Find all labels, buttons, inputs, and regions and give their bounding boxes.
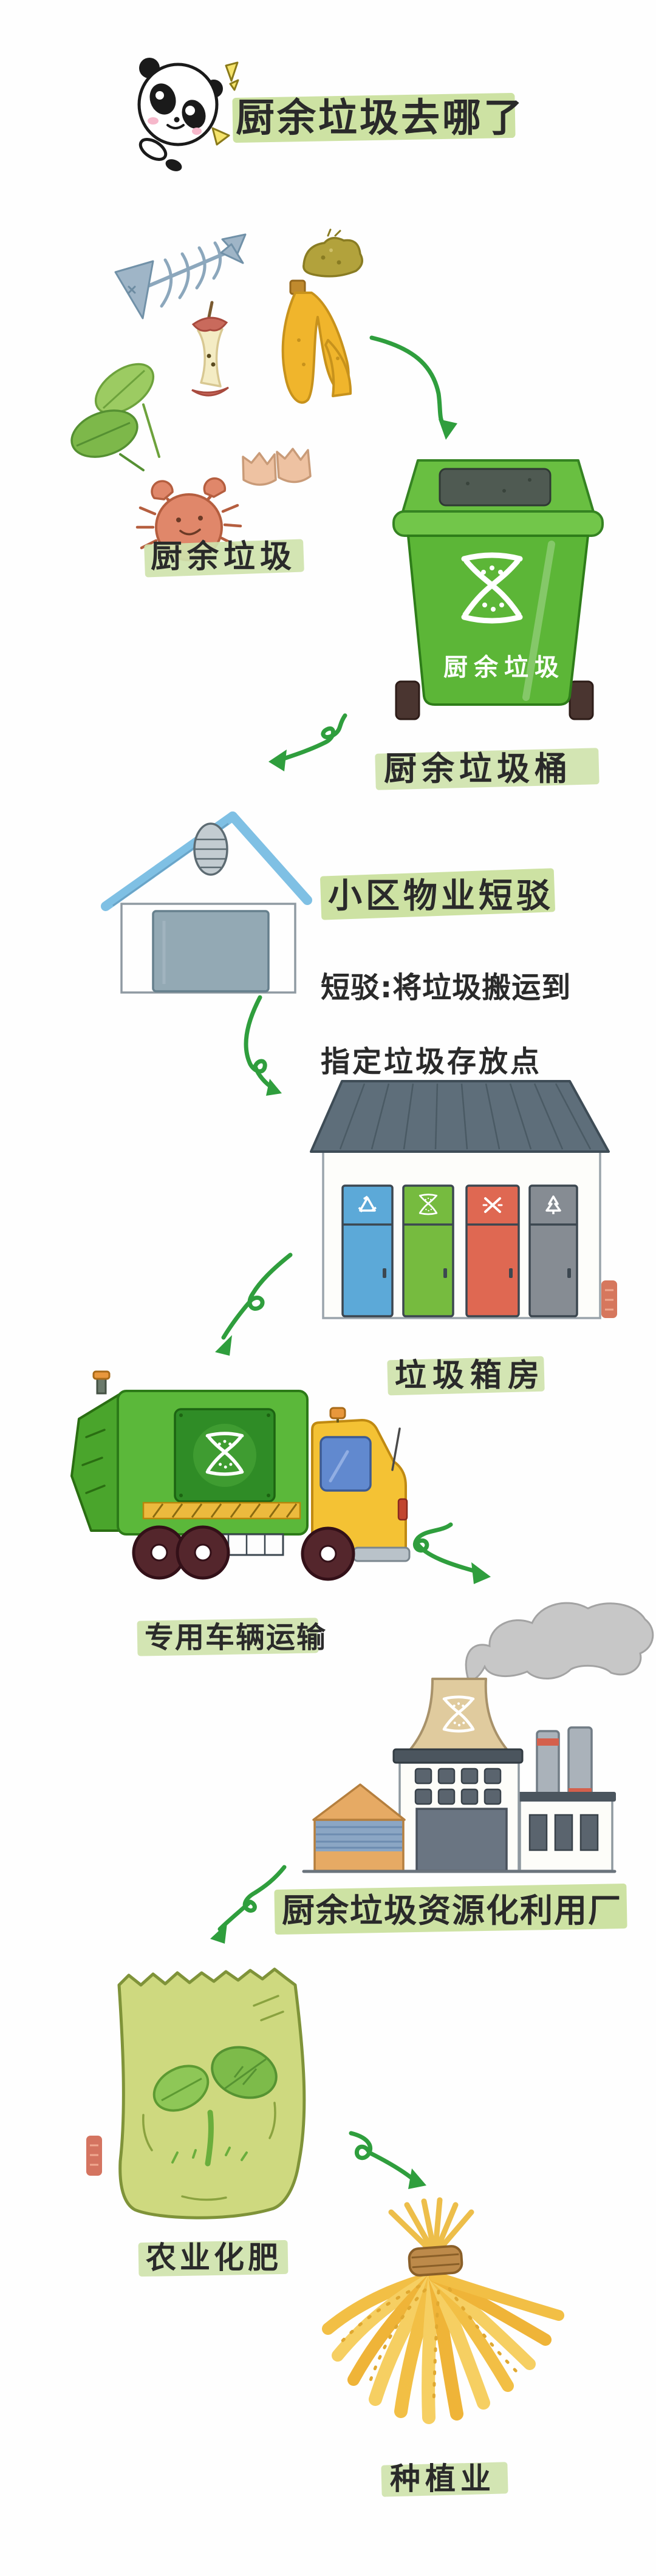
factory-label: 厨余垃圾资源化利用厂 <box>274 1884 627 1935</box>
factory-warehouse <box>312 1783 406 1872</box>
truck-label: 专用车辆运输 <box>137 1618 327 1656</box>
banana-peel-icon <box>281 279 352 404</box>
flow-arrow-5 <box>412 1522 491 1584</box>
other-waste-icon <box>545 1195 561 1214</box>
kitchen-waste-bin-icon: 厨余垃圾 <box>392 459 604 720</box>
vegetable-leaves-icon <box>70 363 160 471</box>
waste-label-text: 厨余垃圾 <box>151 539 296 575</box>
red-seal-stamp-2 <box>86 2136 102 2176</box>
fertilizer-bag-icon <box>86 1967 306 2219</box>
truck-wheels <box>132 1525 355 1581</box>
bin-label: 厨余垃圾桶 <box>375 748 600 790</box>
station-door-other <box>528 1184 578 1317</box>
red-seal-stamp <box>601 1280 617 1318</box>
header: 厨余垃圾去哪了 <box>137 58 525 171</box>
recycle-icon <box>358 1195 377 1213</box>
station-door-kitchen <box>402 1184 454 1317</box>
flow-arrow-1 <box>369 335 457 440</box>
panda-mascot-icon <box>137 58 223 171</box>
station-label: 垃圾箱房 <box>387 1356 545 1396</box>
factory-label-text: 厨余垃圾资源化利用厂 <box>282 1891 622 1930</box>
shuttle-label-text: 小区物业短驳 <box>328 876 554 916</box>
sparkle-icon <box>211 61 239 146</box>
flow-arrow-3 <box>244 995 282 1096</box>
shuttle-house-icon <box>101 811 312 994</box>
flow-arrow-2 <box>268 713 347 771</box>
station-label-text: 垃圾箱房 <box>395 1358 545 1394</box>
flow-arrow-7 <box>349 2131 426 2189</box>
wheat-tie <box>408 2245 463 2277</box>
bin-front-text: 厨余垃圾 <box>443 654 565 682</box>
truck-label-text: 专用车辆运输 <box>145 1621 327 1655</box>
shuttle-note-line1: 短驳:将垃圾搬运到 <box>321 971 571 1005</box>
garbage-truck-icon <box>70 1370 411 1581</box>
station-door-hazardous <box>465 1184 520 1317</box>
waste-station-icon <box>310 1080 617 1319</box>
station-door-recyclable <box>341 1184 394 1317</box>
factory-icon <box>302 1602 654 1873</box>
eggshell-icon <box>242 448 312 486</box>
sprout-icon <box>152 2046 278 2167</box>
fertilizer-label: 农业化肥 <box>138 2239 289 2277</box>
wheat-sheaf-icon <box>322 2197 564 2424</box>
waste-label: 厨余垃圾 <box>144 539 304 578</box>
bin-label-text: 厨余垃圾桶 <box>384 750 572 788</box>
fish-bone-icon <box>114 233 247 319</box>
food-scraps-icon <box>302 228 363 278</box>
smoke-icon <box>465 1602 654 1683</box>
fertilizer-label-text: 农业化肥 <box>146 2240 282 2275</box>
food-waste-group: 厨余垃圾 <box>70 228 363 578</box>
hazardous-icon <box>482 1197 503 1213</box>
title-highlight <box>232 93 516 143</box>
flow-arrow-4 <box>215 1252 293 1356</box>
flow-arrow-6 <box>210 1865 287 1944</box>
page-title: 厨余垃圾去哪了 <box>236 96 525 141</box>
apple-core-icon <box>191 301 229 397</box>
farming-label: 种植业 <box>381 2461 508 2497</box>
shuttle-label: 小区物业短驳 短驳:将垃圾搬运到 指定垃圾存放点 <box>320 868 571 1079</box>
shuttle-note-line2: 指定垃圾存放点 <box>321 1045 542 1079</box>
farming-label-text: 种植业 <box>390 2461 496 2496</box>
